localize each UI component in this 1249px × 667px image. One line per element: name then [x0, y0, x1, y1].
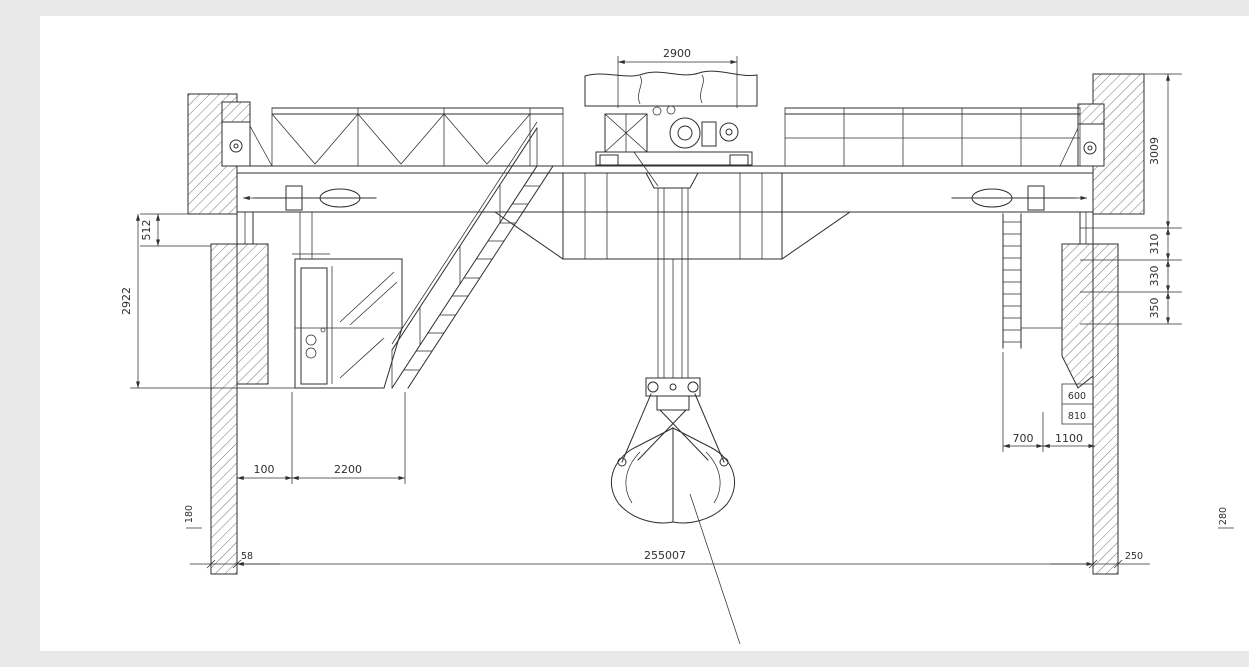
dim-label-330: 330	[1148, 266, 1161, 287]
stair-treads	[404, 185, 540, 371]
end-truck-left	[243, 185, 377, 211]
dimension-trolley-gauge: 2900	[617, 47, 738, 108]
railing-posts	[784, 108, 1081, 166]
end-stop-right	[1059, 103, 1105, 167]
grab-crosshead	[645, 377, 701, 397]
clamshell-grab	[610, 377, 736, 524]
operator-cab	[292, 212, 403, 389]
cab-equipment	[305, 347, 317, 359]
crane-wheel-right	[971, 188, 1013, 208]
cab-suspension	[292, 212, 330, 259]
cab-window-glazing	[339, 271, 398, 379]
crane-wheel-left	[319, 188, 361, 208]
dimension-right-stack: 3009 310 330 350	[1080, 73, 1182, 325]
trolley-assembly	[584, 70, 758, 189]
cab-body	[294, 258, 403, 389]
dim-tick-marks	[206, 559, 1123, 569]
pulley-icon	[1083, 141, 1097, 155]
dim-label-span: 255007	[644, 549, 686, 562]
pulley-icon	[229, 139, 243, 153]
dim-label-2900: 2900	[663, 47, 691, 60]
ladder-rungs	[1003, 221, 1021, 343]
dim-label-2922: 2922	[120, 287, 133, 315]
hoist-drum	[604, 113, 648, 153]
trolley-wheel	[729, 154, 749, 167]
dim-label-58: 58	[241, 551, 253, 562]
level-mark-left: 180	[184, 505, 195, 523]
dimension-span: 255007 58 250	[190, 549, 1150, 569]
door-handle-icon	[320, 327, 326, 333]
brake-wheel	[719, 122, 739, 142]
access-stairway	[391, 121, 554, 389]
dim-label-810: 810	[1068, 411, 1086, 422]
girder-stiffeners	[584, 173, 763, 259]
dim-label-310: 310	[1148, 234, 1161, 255]
dim-label-1100: 1100	[1055, 432, 1083, 445]
end-truck-right	[951, 185, 1087, 211]
access-ladder	[1002, 213, 1062, 349]
walkway-railing-right	[784, 107, 1081, 166]
hoist-motor	[669, 117, 701, 149]
cab-door	[300, 267, 328, 385]
dim-label-512: 512	[140, 220, 153, 241]
grab-shell-right	[672, 427, 736, 524]
left-corbel	[236, 243, 269, 385]
dim-label-350: 350	[1148, 298, 1161, 319]
trolley-frame	[595, 151, 753, 166]
dim-label-700: 700	[1013, 432, 1034, 445]
level-mark-right: 280	[1218, 507, 1229, 525]
level-marks: 180 280	[184, 505, 1234, 529]
dim-label-2200: 2200	[334, 463, 362, 476]
canopy-break-outline	[584, 70, 758, 107]
dim-label-100: 100	[254, 463, 275, 476]
gearbox	[701, 121, 717, 147]
bridge-girder	[236, 165, 1094, 260]
walkway-railing-left	[271, 107, 564, 166]
end-stop-left	[221, 101, 273, 167]
rope-guide	[645, 172, 699, 189]
dimension-corbel-right: 700 1100 600 810	[1002, 352, 1095, 452]
trolley-wheel	[599, 154, 619, 167]
railing-posts	[271, 108, 564, 166]
railing-brace	[271, 113, 359, 165]
grab-leader-line	[689, 493, 741, 645]
dim-label-600: 600	[1068, 391, 1086, 402]
runway-rails	[236, 211, 1094, 245]
right-corbel	[1061, 243, 1094, 389]
grab-head-block	[656, 395, 690, 411]
hoist-ropes	[657, 188, 689, 378]
cab-equipment	[305, 334, 317, 346]
dimension-cab: 100 2200	[237, 392, 406, 484]
dimension-left-stack: 512 2922	[120, 213, 295, 389]
grab-shell-left	[610, 427, 674, 524]
crane-technical-drawing: 2900 3009 310 330 350 512 2922 100 2200 …	[40, 16, 1249, 651]
railing-brace	[357, 113, 445, 165]
stair-railing-posts	[391, 128, 538, 388]
dim-label-250: 250	[1125, 551, 1143, 562]
dim-label-3009: 3009	[1148, 137, 1161, 165]
railing-brace	[443, 113, 531, 165]
grab-arms	[621, 393, 725, 463]
